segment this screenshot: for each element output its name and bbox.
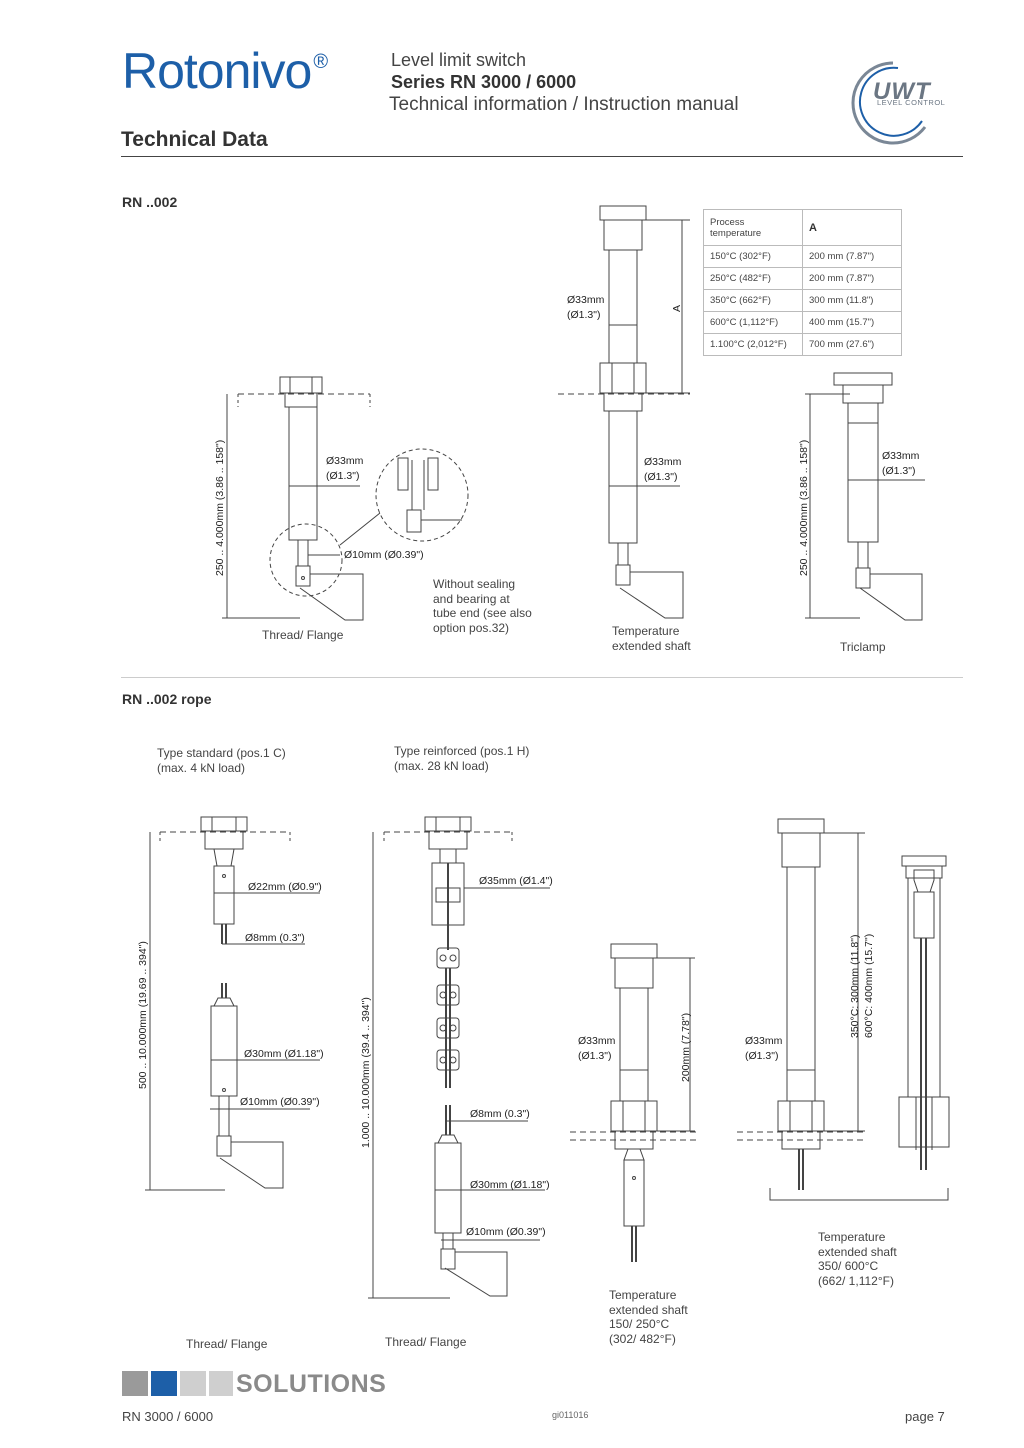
caption-thread-flange-std: Thread/ Flange xyxy=(186,1337,268,1351)
dim-length-600: 600°C: 400mm (15.7") xyxy=(863,933,875,1038)
dim-d30-reinf: Ø30mm (Ø1.18") xyxy=(470,1179,550,1191)
dim-d8-reinf: Ø8mm (0.3") xyxy=(470,1108,530,1120)
dim-d30-std: Ø30mm (Ø1.18") xyxy=(244,1048,324,1060)
dim-d33-temp350: Ø33mm(Ø1.3") xyxy=(745,1035,783,1062)
table-row: 250°C (482°F)200 mm (7.87") xyxy=(703,267,902,290)
table-row: 150°C (302°F)200 mm (7.87") xyxy=(703,245,902,268)
table-head-temp: Process temperature xyxy=(703,209,803,246)
dim-d33-temp-lower: Ø33mm(Ø1.3") xyxy=(644,456,682,483)
footer-block-grey3 xyxy=(209,1371,233,1396)
dim-d33-temp-upper: Ø33mm(Ø1.3") xyxy=(567,294,605,321)
caption-type-standard: Type standard (pos.1 C)(max. 4 kN load) xyxy=(157,746,286,775)
caption-thread-flange-reinf: Thread/ Flange xyxy=(385,1335,467,1349)
dim-d33-temp150: Ø33mm(Ø1.3") xyxy=(578,1035,616,1062)
footer-model: RN 3000 / 6000 xyxy=(122,1409,214,1424)
logo-text: UWT xyxy=(873,78,931,105)
header-rule xyxy=(121,156,963,157)
footer-code: gi011016 xyxy=(552,1410,589,1420)
header-line-1: Level limit switch xyxy=(391,50,527,70)
footer-block-grey2 xyxy=(180,1371,206,1396)
footer-page: page 7 xyxy=(905,1409,945,1424)
dim-d10-std: Ø10mm (Ø0.39") xyxy=(240,1096,320,1108)
brand-title: Rotonivo® xyxy=(122,43,328,99)
table-row: 350°C (662°F)300 mm (11.8") xyxy=(703,289,902,312)
header-line-2: Series RN 3000 / 6000 xyxy=(391,72,577,92)
dim-d33-triclamp: Ø33mm(Ø1.3") xyxy=(882,450,920,477)
dim-d33-thread: Ø33mm(Ø1.3") xyxy=(326,455,364,482)
footer-block-grey1 xyxy=(122,1371,148,1396)
solutions-logo: SOLUTIONS xyxy=(236,1370,387,1398)
dim-length-350: 350°C: 300mm (11.8") xyxy=(849,934,861,1038)
caption-thread-flange: Thread/ Flange xyxy=(262,628,344,642)
rope-title: RN ..002 rope xyxy=(122,691,212,707)
logo-subtext: LEVEL CONTROL xyxy=(877,98,946,107)
temperature-table: Process temperature A 150°C (302°F)200 m… xyxy=(703,209,902,356)
section-title: Technical Data xyxy=(121,128,268,151)
caption-type-reinforced: Type reinforced (pos.1 H)(max. 28 kN loa… xyxy=(394,744,530,773)
footer-block-blue xyxy=(151,1371,177,1396)
dim-d10-reinf: Ø10mm (Ø0.39") xyxy=(466,1226,546,1238)
dim-d22: Ø22mm (Ø0.9") xyxy=(248,881,322,893)
dim-d8-std: Ø8mm (0.3") xyxy=(245,932,305,944)
dim-length-std: 500 .. 10.000mm (19.69 .. 394") xyxy=(137,941,149,1089)
caption-triclamp: Triclamp xyxy=(840,640,886,654)
dim-d35: Ø35mm (Ø1.4") xyxy=(479,875,553,887)
section-divider xyxy=(121,677,963,678)
table-row: 600°C (1,112°F)400 mm (15.7") xyxy=(703,311,902,334)
table-row: 1.100°C (2,012°F)700 mm (27.6") xyxy=(703,333,902,356)
dim-length-200: 200mm (7.78") xyxy=(680,1012,692,1082)
rn002-title: RN ..002 xyxy=(122,194,178,210)
dim-d10-thread: Ø10mm (Ø0.39") xyxy=(344,549,424,561)
header-line-3: Technical information / Instruction manu… xyxy=(389,94,739,115)
dim-length-reinf: 1.000 .. 10.000mm (39.4 .. 394") xyxy=(360,997,372,1148)
